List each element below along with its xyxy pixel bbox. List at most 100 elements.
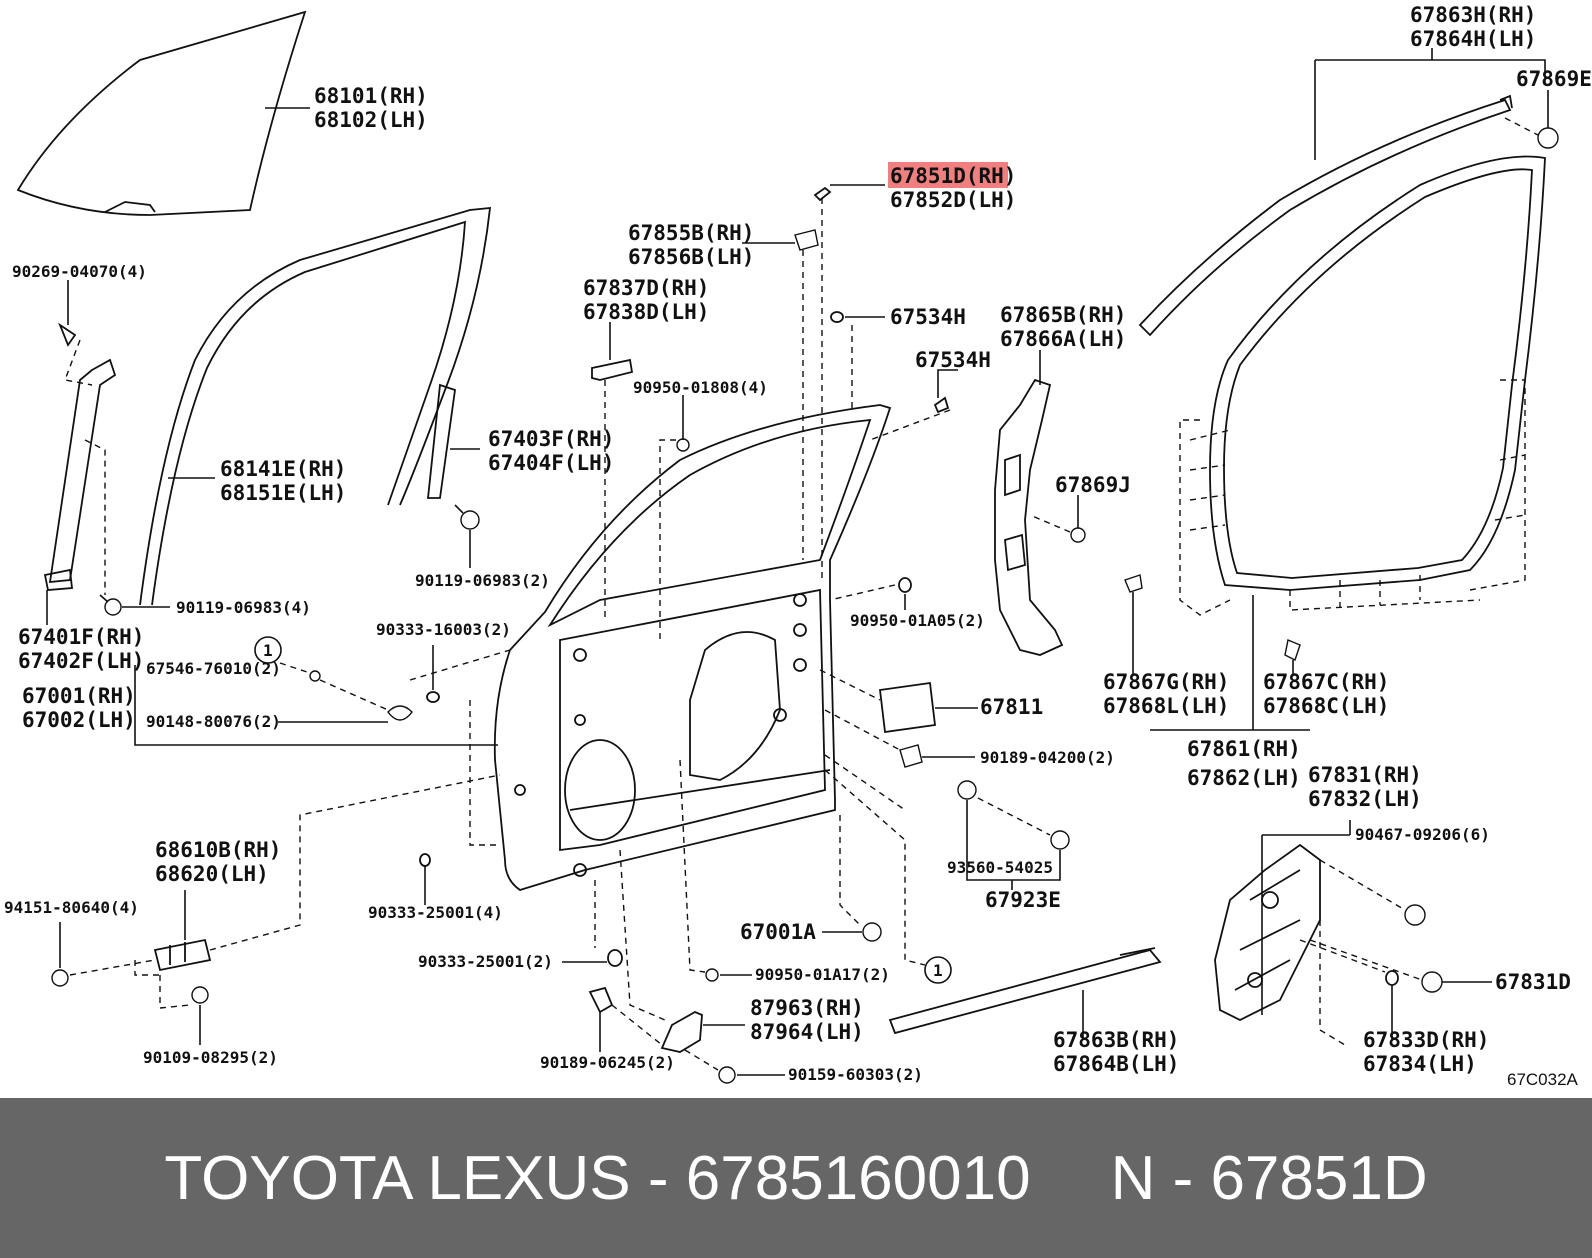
label-67534h-b: 67534H [915, 348, 991, 372]
label-90333-25001-2: 90333-25001(2) [418, 952, 553, 971]
label-90950-01a17: 90950-01A17(2) [755, 965, 890, 984]
plug-90333-16003 [426, 691, 440, 703]
pad-67811 [879, 681, 936, 734]
clip-67855b-icon [794, 229, 819, 251]
label-90159: 90159-60303(2) [788, 1065, 923, 1084]
door-lock-67831 [1214, 843, 1321, 1022]
label-90119-a: 90119-06983(2) [415, 571, 550, 590]
label-90119-b: 90119-06983(4) [176, 598, 311, 617]
label-90148: 90148-80076(2) [146, 712, 281, 731]
label-90333-16003: 90333-16003(2) [376, 620, 511, 639]
label-67852d: 67852D(LH) [890, 188, 1016, 212]
label-90189-06245: 90189-06245(2) [540, 1053, 675, 1072]
label-67868l: 67868L(LH) [1103, 694, 1229, 718]
label-93560: 93560-54025 [947, 858, 1053, 877]
label-67861: 67861(RH) [1187, 737, 1301, 761]
clip-67851d-icon [813, 186, 832, 202]
door-seal-67865b [994, 378, 1064, 656]
label-67403f: 67403F(RH) [488, 427, 614, 451]
label-90333-25001-4: 90333-25001(4) [368, 903, 503, 922]
highlight-box [888, 162, 1008, 188]
grommet-icon [957, 780, 977, 800]
screw-93560-icon [1050, 830, 1070, 850]
label-67404f: 67404F(LH) [488, 451, 614, 475]
label-67862: 67862(LH) [1187, 766, 1301, 790]
label-68102: 68102(LH) [314, 108, 428, 132]
door-glass [16, 10, 307, 216]
clip-67837d-icon [591, 358, 634, 381]
label-67834: 67834(LH) [1363, 1052, 1477, 1076]
label-67851d: 67851D(RH) [890, 164, 1016, 188]
clip-90189-06245-icon [588, 986, 614, 1014]
part-number-banner: TOYOTA LEXUS - 6785160010 N - 67851D [0, 1098, 1592, 1258]
bolt-90159-icon [718, 1066, 736, 1084]
label-67869e: 67869E [1516, 67, 1592, 91]
plug-90950-01a05 [898, 577, 912, 593]
clip-67831d-icon [1421, 971, 1443, 993]
cap-67001a-icon [862, 922, 882, 942]
label-90109: 90109-08295(2) [143, 1048, 278, 1067]
label-67837d: 67837D(RH) [583, 276, 709, 300]
label-67546: 67546-76010(2) [146, 659, 281, 678]
label-67923e: 67923E [985, 888, 1061, 912]
label-67002: 67002(LH) [22, 708, 136, 732]
callout-1-bottom [924, 956, 952, 984]
label-67868c: 67868C(LH) [1263, 694, 1389, 718]
label-67867c: 67867C(RH) [1263, 670, 1389, 694]
label-67863b: 67863B(RH) [1053, 1028, 1179, 1052]
door-weatherstrip-67861 [1209, 155, 1546, 591]
door-panel [493, 404, 892, 891]
label-67831: 67831(RH) [1308, 763, 1422, 787]
callout-1-top [254, 636, 282, 664]
nut-94151-icon [51, 969, 69, 987]
label-67534h-a: 67534H [890, 305, 966, 329]
clip-90950-01a17-icon [705, 968, 719, 982]
label-67401f: 67401F(RH) [18, 625, 144, 649]
run-channel-67401f [43, 358, 117, 591]
label-67001: 67001(RH) [22, 684, 136, 708]
label-67864h: 67864H(LH) [1410, 27, 1536, 51]
plug-90333-25001-b [607, 949, 623, 967]
label-67832: 67832(LH) [1308, 787, 1422, 811]
label-68151e: 68151E(LH) [220, 481, 346, 505]
label-67402f: 67402F(LH) [18, 649, 144, 673]
label-68620: 68620(LH) [155, 862, 269, 886]
screw-90467-icon [1404, 904, 1426, 926]
moulding-67863b [888, 947, 1162, 1035]
weatherstrip-67863h [1138, 94, 1513, 337]
banner-brand-part: TOYOTA LEXUS - 6785160010 [164, 1143, 1031, 1213]
label-67855b: 67855B(RH) [628, 221, 754, 245]
label-67833d: 67833D(RH) [1363, 1028, 1489, 1052]
label-90950-01a05: 90950-01A05(2) [850, 611, 985, 630]
label-87963: 87963(RH) [750, 996, 864, 1020]
label-67869j: 67869J [1055, 473, 1131, 497]
parts-diagram: 1 1 [4, 3, 1592, 1089]
clip-67867g-icon [1124, 574, 1143, 593]
clip-67867c-icon [1284, 639, 1301, 661]
label-67867g: 67867G(RH) [1103, 670, 1229, 694]
label-68610b: 68610B(RH) [155, 838, 281, 862]
clip-67546-icon [309, 670, 321, 682]
plug-90333-25001 [419, 853, 431, 867]
label-94151: 94151-80640(4) [4, 898, 139, 917]
reference-code: 67C032A [1507, 1070, 1579, 1089]
label-68101: 68101(RH) [314, 84, 428, 108]
label-67838d: 67838D(LH) [583, 300, 709, 324]
label-90269: 90269-04070(4) [12, 262, 147, 281]
label-90950-01808: 90950-01808(4) [633, 378, 768, 397]
bolt-icon [99, 594, 122, 616]
bracket-87963 [660, 1010, 703, 1053]
label-67001a: 67001A [740, 920, 816, 944]
label-67811: 67811 [980, 695, 1043, 719]
clip-90189-icon [899, 744, 923, 768]
label-67864b: 67864B(LH) [1053, 1052, 1179, 1076]
plug-67534h-b [933, 396, 950, 414]
label-90467: 90467-09206(6) [1355, 825, 1490, 844]
run-channel-67403f [426, 383, 456, 499]
label-67856b: 67856B(LH) [628, 245, 754, 269]
hinge-68610b [153, 938, 212, 972]
label-67865b: 67865B(RH) [1000, 303, 1126, 327]
label-67831d: 67831D [1495, 970, 1571, 994]
label-67866a: 67866A(LH) [1000, 327, 1126, 351]
window-frame-weatherstrip [139, 206, 492, 606]
